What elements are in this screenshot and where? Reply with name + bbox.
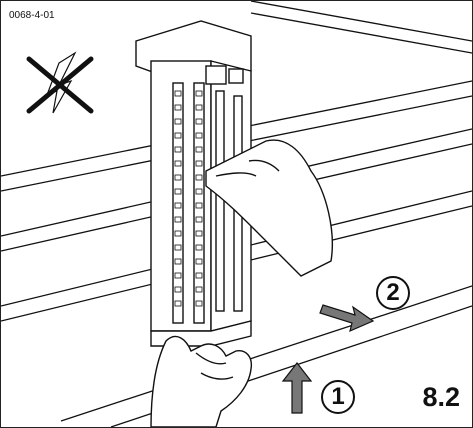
arrow-right-icon (319, 304, 375, 333)
arrow-up-icon (281, 362, 313, 414)
crossed-out-lightning-icon (26, 51, 94, 114)
step-1-label: 1 (331, 383, 345, 410)
step-1-circle (321, 380, 355, 414)
document-id: 0068-4-01 (9, 10, 55, 21)
terminal-slots (174, 90, 203, 307)
step-2-label: 2 (386, 279, 400, 306)
figure-number: 8.2 (422, 382, 460, 412)
right-hand (205, 139, 333, 277)
left-hand (150, 335, 253, 427)
step-2-circle (376, 276, 410, 310)
